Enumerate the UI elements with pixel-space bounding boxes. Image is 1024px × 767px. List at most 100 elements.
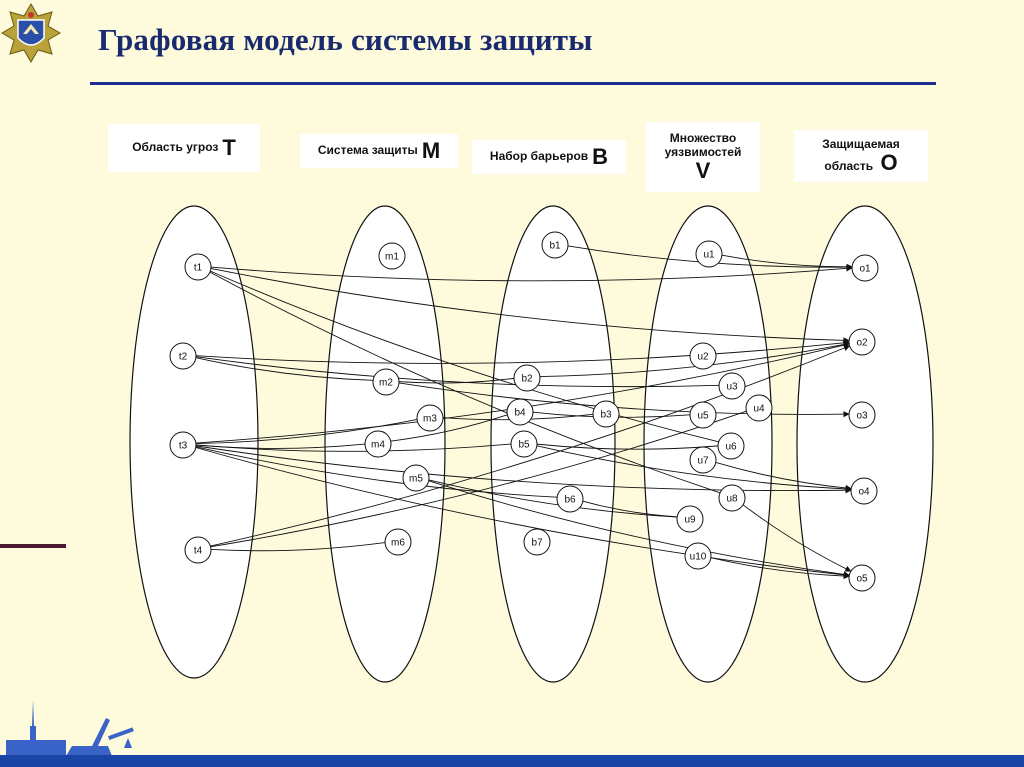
node-m3: m3	[416, 404, 444, 432]
edge-t1-o1	[210, 265, 853, 282]
column-label-V: Множество уязвимостей V	[646, 122, 760, 192]
edge-b6-u9	[582, 500, 678, 518]
node-circle-u1	[695, 240, 723, 268]
node-u9: u9	[676, 505, 704, 533]
node-t2: t2	[169, 342, 197, 370]
node-label-m1: m1	[385, 252, 399, 263]
node-label-t2: t2	[179, 352, 188, 363]
edge-t2-o2	[195, 339, 850, 364]
node-t4: t4	[184, 536, 212, 564]
node-u3: u3	[718, 372, 746, 400]
node-label-b4: b4	[514, 408, 526, 419]
node-circle-t2	[169, 342, 197, 370]
node-o3: o3	[848, 401, 876, 429]
node-circle-m5	[402, 464, 430, 492]
edge-t1-u6	[210, 270, 719, 443]
node-u8: u8	[718, 484, 746, 512]
node-circle-b1	[541, 231, 569, 259]
bottom-band	[0, 755, 1024, 767]
set-ellipse-V	[643, 205, 773, 683]
node-circle-m1	[378, 242, 406, 270]
node-u2: u2	[689, 342, 717, 370]
node-m4: m4	[364, 430, 392, 458]
node-circle-m2	[372, 368, 400, 396]
node-o2: o2	[848, 328, 876, 356]
node-label-o4: o4	[858, 487, 870, 498]
node-label-m2: m2	[379, 378, 393, 389]
node-circle-u4	[745, 394, 773, 422]
node-m2: m2	[372, 368, 400, 396]
node-b7: b7	[523, 528, 551, 556]
node-u7: u7	[689, 446, 717, 474]
edge-m2-b2	[398, 377, 515, 384]
node-b2: b2	[513, 364, 541, 392]
node-circle-b6	[556, 485, 584, 513]
node-label-u2: u2	[697, 352, 709, 363]
node-circle-u3	[718, 372, 746, 400]
node-label-m5: m5	[409, 474, 423, 485]
node-circle-b5	[510, 430, 538, 458]
node-b5: b5	[510, 430, 538, 458]
node-label-o5: o5	[856, 574, 868, 585]
edge-u1-o1	[721, 254, 853, 271]
edge-t3-o4	[195, 445, 852, 494]
edge-m2-o3	[398, 382, 850, 418]
node-circle-o5	[848, 564, 876, 592]
node-circle-o2	[848, 328, 876, 356]
column-label-B: Набор барьеров B	[472, 140, 626, 174]
edge-u8-o5	[742, 504, 852, 572]
node-circle-m4	[364, 430, 392, 458]
node-label-m4: m4	[371, 440, 385, 451]
node-label-m3: m3	[423, 414, 437, 425]
column-label-M: Система защиты M	[300, 134, 458, 168]
node-circle-u5	[689, 401, 717, 429]
edge-u10-o5	[710, 557, 850, 580]
node-b1: b1	[541, 231, 569, 259]
node-circle-t3	[169, 431, 197, 459]
node-label-b7: b7	[531, 538, 543, 549]
node-label-o3: o3	[856, 411, 868, 422]
edge-m5-o5	[428, 480, 850, 578]
edge-t3-b6	[195, 446, 558, 498]
node-label-u8: u8	[726, 494, 738, 505]
node-label-u7: u7	[697, 456, 709, 467]
emblem-logo	[1, 3, 61, 63]
node-label-t3: t3	[179, 441, 188, 452]
node-circle-u2	[689, 342, 717, 370]
edge-t3-b5	[195, 443, 512, 452]
node-o4: o4	[850, 477, 878, 505]
node-circle-b2	[513, 364, 541, 392]
edge-b5-o4	[536, 445, 852, 493]
node-circle-o1	[851, 254, 879, 282]
node-label-t4: t4	[194, 546, 203, 557]
column-label-O: Защищаемая область O	[794, 130, 928, 182]
node-u10: u10	[684, 542, 712, 570]
node-circle-t4	[184, 536, 212, 564]
node-circle-u6	[717, 432, 745, 460]
node-label-u5: u5	[697, 411, 709, 422]
node-label-b3: b3	[600, 410, 612, 421]
node-label-u4: u4	[753, 404, 765, 415]
node-b4: b4	[506, 398, 534, 426]
node-circle-t1	[184, 253, 212, 281]
node-label-u3: u3	[726, 382, 738, 393]
title-divider	[90, 82, 936, 85]
page-title: Графовая модель системы защиты	[98, 22, 593, 57]
node-t3: t3	[169, 431, 197, 459]
edge-t3-m3	[195, 418, 418, 445]
node-label-u10: u10	[690, 552, 707, 563]
set-ellipse-O	[796, 205, 934, 683]
node-u5: u5	[689, 401, 717, 429]
node-label-u6: u6	[725, 442, 737, 453]
graph-canvas: t1t2t3t4m1m2m3m4m5m6b1b2b3b4b5b6b7u1u2u3…	[129, 205, 934, 683]
node-circle-o3	[848, 401, 876, 429]
node-u4: u4	[745, 394, 773, 422]
edge-u7-o4	[715, 462, 852, 492]
node-label-m6: m6	[391, 538, 405, 549]
node-circle-u8	[718, 484, 746, 512]
edge-t1-o2	[210, 268, 850, 344]
city-skyline-icon	[6, 700, 134, 756]
node-label-b6: b6	[564, 495, 576, 506]
node-u6: u6	[717, 432, 745, 460]
